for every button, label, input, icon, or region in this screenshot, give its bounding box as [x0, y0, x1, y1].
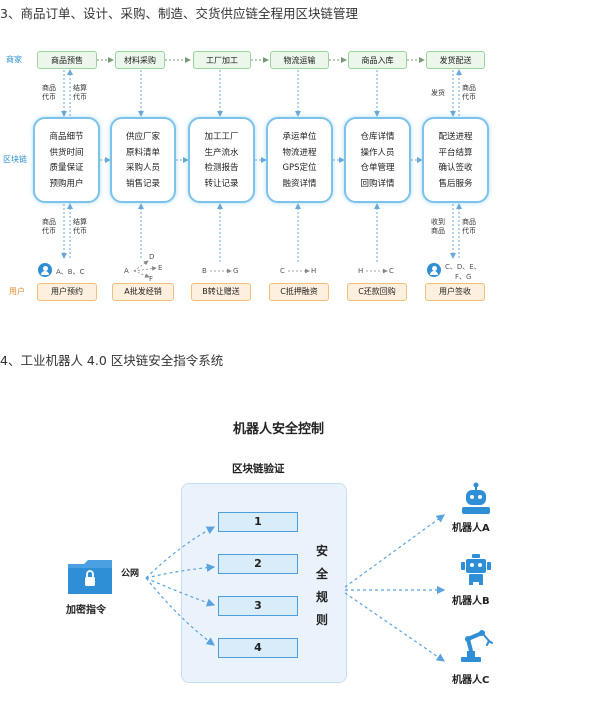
user-box-repurchase: C还款回购 — [347, 283, 407, 301]
relay-col3-to: G — [233, 267, 239, 275]
chain-item: 供货时间 — [49, 147, 84, 158]
relay-col6-line1: C、D、E、 — [445, 263, 481, 271]
stage-delivery: 发货配送 — [426, 51, 485, 69]
robot-b-label: 机器人B — [452, 596, 490, 607]
user-box-transfer: B转让赠送 — [191, 283, 251, 301]
relay-col6-line2: F、G — [455, 273, 472, 281]
chain-item: 操作人员 — [360, 147, 395, 158]
top-label-col6-right: 商品 代币 — [462, 84, 476, 101]
chain-item: 加工工厂 — [204, 132, 239, 142]
relay-col3-from: B — [202, 267, 207, 275]
chain-box-delivery: 配送进程 平台结算 确认签收 售后服务 — [422, 117, 489, 203]
relay-col2-e: E — [158, 264, 163, 272]
node-box-4: 4 — [218, 638, 298, 658]
robot-connectors — [145, 514, 446, 662]
chain-box-warehousing: 仓库详情 操作人员 仓单管理 回购详情 — [344, 117, 411, 203]
top-label-col6-left: 发货 — [431, 89, 445, 97]
rules-char: 规 — [316, 590, 329, 604]
relay-col4-to: H — [311, 267, 317, 275]
user-box-reservation: 用户预约 — [37, 283, 97, 301]
relay-col5-from: H — [358, 267, 364, 275]
source-label: 加密指令 — [66, 605, 106, 616]
bottom-label-col1-right: 结算 代币 — [73, 218, 87, 235]
chain-item: 预购用户 — [49, 178, 84, 189]
rules-char: 安 — [316, 544, 329, 558]
robot-a-icon — [459, 482, 493, 514]
supply-chain-connectors — [61, 57, 462, 278]
node-box-1: 1 — [218, 512, 298, 532]
chain-item: 供应厂家 — [125, 132, 160, 142]
chain-item: 仓单管理 — [360, 163, 395, 173]
relay-col4-from: C — [280, 267, 285, 275]
stage-logistics: 物流运输 — [270, 51, 329, 69]
chain-item: 生产流水 — [204, 147, 239, 158]
user-box-signoff: 用户签收 — [425, 283, 485, 301]
relay-col1: A、B、C — [56, 268, 85, 276]
user-icon — [38, 263, 52, 277]
robot-arm-icon — [458, 627, 494, 663]
row-label-user: 用户 — [9, 287, 25, 296]
robot-a-label: 机器人A — [452, 523, 490, 534]
chain-item: GPS定位 — [282, 163, 317, 173]
chain-item: 原料清单 — [125, 147, 160, 158]
chain-item: 确认签收 — [438, 163, 473, 173]
chain-item: 仓库详情 — [360, 132, 395, 142]
top-label-col1-right: 结算 代币 — [73, 84, 87, 101]
stage-processing: 工厂加工 — [193, 51, 251, 69]
chain-box-presale: 商品细节 供货时间 质量保证 预购用户 — [33, 117, 100, 203]
chain-item: 配送进程 — [438, 132, 473, 142]
row-label-chain: 区块链 — [3, 155, 27, 164]
supply-chain-diagram: 商家 区块链 用户 商品预售 材料采购 工厂加工 物流运输 商品入库 发货配送 … — [0, 40, 594, 310]
robot-c-label: 机器人C — [452, 675, 490, 686]
chain-box-processing: 加工工厂 生产流水 检测报告 转让记录 — [188, 117, 255, 203]
stage-procurement: 材料采购 — [115, 51, 165, 69]
chain-item: 质量保证 — [49, 163, 84, 173]
rules-char: 全 — [316, 567, 329, 581]
chain-item: 销售记录 — [125, 178, 160, 189]
chain-item: 采购人员 — [125, 163, 160, 173]
relay-col2-d: D — [149, 253, 155, 261]
user-box-wholesale: A批发经销 — [112, 283, 174, 301]
rules-char: 则 — [316, 613, 329, 627]
node-box-3: 3 — [218, 596, 298, 616]
stage-presale: 商品预售 — [37, 51, 97, 69]
robot-b-icon — [459, 553, 493, 585]
chain-item: 承运单位 — [282, 132, 317, 142]
row-label-merchant: 商家 — [6, 55, 22, 64]
chain-box-procurement: 供应厂家 原料清单 采购人员 销售记录 — [110, 117, 176, 203]
user-box-mortgage: C抵押融资 — [269, 283, 329, 301]
chain-item: 平台结算 — [438, 147, 473, 158]
network-label: 公网 — [121, 569, 140, 579]
user-icon — [427, 263, 441, 277]
chain-item: 商品细节 — [49, 132, 84, 142]
section3-heading: 3、商品订单、设计、采购、制造、交货供应链全程用区块链管理 — [0, 6, 358, 21]
lock-folder-icon — [66, 558, 114, 596]
chain-box-logistics: 承运单位 物流进程 GPS定位 融资详情 — [266, 117, 333, 203]
chain-item: 融资详情 — [282, 178, 317, 189]
chain-item: 物流进程 — [282, 147, 317, 158]
chain-item: 转让记录 — [204, 178, 239, 189]
chain-item: 售后服务 — [438, 178, 473, 189]
robot-security-diagram: 机器人安全控制 区块链验证 加密指令 公网 1 2 3 4 安 全 规 — [0, 395, 594, 708]
bottom-label-col6-right: 商品 代币 — [462, 218, 476, 235]
relay-col2-a: A — [124, 267, 129, 275]
bottom-label-col6-left: 收到 商品 — [431, 218, 445, 235]
panel-title: 区块链验证 — [232, 463, 285, 475]
node-box-2: 2 — [218, 554, 298, 574]
chain-item: 检测报告 — [204, 163, 239, 173]
bottom-label-col1-left: 商品 代币 — [42, 218, 56, 235]
robot-diagram-title: 机器人安全控制 — [233, 422, 325, 437]
relay-col2-f: F — [149, 275, 154, 283]
chain-item: 回购详情 — [360, 178, 395, 189]
section4-heading: 4、工业机器人 4.0 区块链安全指令系统 — [0, 353, 224, 368]
stage-warehousing: 商品入库 — [348, 51, 407, 69]
relay-col5-to: C — [389, 267, 394, 275]
top-label-col1-left: 商品 代币 — [42, 84, 56, 101]
